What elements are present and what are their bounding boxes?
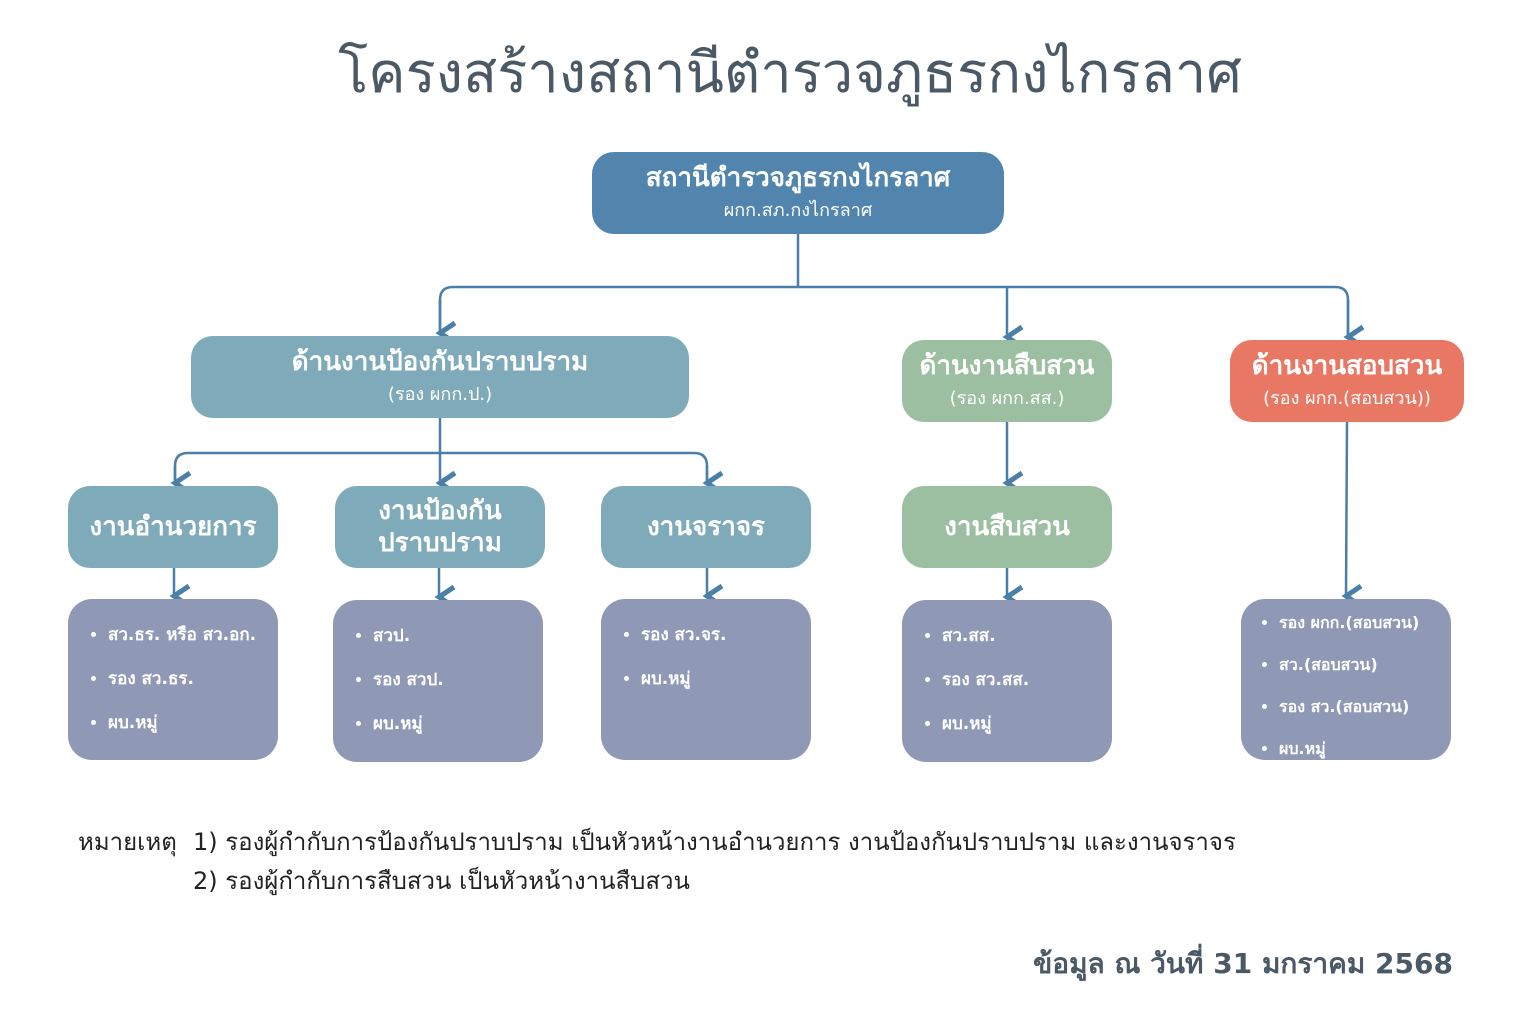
division-name: ด้านงานป้องกันปราบปราม — [291, 347, 589, 378]
list-item: รอง ผกก.(สอบสวน) — [1279, 611, 1451, 636]
station-head: ผกก.สภ.กงไกรลาศ — [723, 199, 873, 221]
list-item: รอง สว.จร. — [641, 621, 811, 648]
station-name: สถานีตำรวจภูธรกงไกรลาศ — [645, 163, 951, 194]
positions-prevention: สวป. รอง สวป. ผบ.หมู่ — [333, 600, 543, 762]
unit-administration: งานอำนวยการ — [68, 486, 278, 568]
note-item: 1) รองผู้กำกับการป้องกันปราบปราม เป็นหัว… — [193, 828, 1236, 856]
division-name: ด้านงานสืบสวน — [919, 351, 1095, 382]
data-date: ข้อมูล ณ วันที่ 31 มกราคม 2568 — [1033, 947, 1453, 980]
unit-name: งานป้องกันปราบปราม — [378, 495, 502, 559]
positions-traffic: รอง สว.จร. ผบ.หมู่ — [601, 599, 811, 760]
unit-name: งานอำนวยการ — [89, 511, 257, 542]
station-box: สถานีตำรวจภูธรกงไกรลาศ ผกก.สภ.กงไกรลาศ — [592, 152, 1004, 234]
unit-traffic: งานจราจร — [601, 486, 811, 568]
positions-investigation: สว.สส. รอง สว.สส. ผบ.หมู่ — [902, 600, 1112, 762]
unit-name: งานสืบสวน — [944, 511, 1070, 542]
list-item: ผบ.หมู่ — [942, 710, 1112, 737]
list-item: รอง สว.ธร. — [108, 665, 278, 692]
notes-label: หมายเหตุ — [78, 828, 177, 856]
list-item: รอง สวป. — [373, 666, 543, 693]
division-head: (รอง ผกก.ป.) — [387, 383, 493, 405]
unit-name: งานจราจร — [646, 511, 766, 542]
list-item: ผบ.หมู่ — [108, 709, 278, 736]
page-title: โครงสร้างสถานีตำรวจภูธรกงไกรลาศ — [338, 41, 1242, 106]
division-head: (รอง ผกก.สส.) — [949, 387, 1065, 409]
unit-prevention: งานป้องกันปราบปราม — [335, 486, 545, 568]
list-item: ผบ.หมู่ — [641, 665, 811, 692]
division-name: ด้านงานสอบสวน — [1251, 351, 1443, 382]
division-prevention: ด้านงานป้องกันปราบปราม (รอง ผกก.ป.) — [191, 336, 689, 418]
list-item: ผบ.หมู่ — [1279, 737, 1451, 762]
list-item: สว.ธร. หรือ สว.อก. — [108, 621, 278, 648]
division-interrogation: ด้านงานสอบสวน (รอง ผกก.(สอบสวน)) — [1230, 340, 1464, 422]
list-item: รอง สว.สส. — [942, 666, 1112, 693]
division-head: (รอง ผกก.(สอบสวน)) — [1263, 387, 1431, 409]
list-item: สว.สส. — [942, 622, 1112, 649]
unit-investigation: งานสืบสวน — [902, 486, 1112, 568]
list-item: สว.(สอบสวน) — [1279, 653, 1451, 678]
list-item: สวป. — [373, 622, 543, 649]
positions-interrogation: รอง ผกก.(สอบสวน) สว.(สอบสวน) รอง สว.(สอบสว… — [1241, 599, 1451, 760]
positions-administration: สว.ธร. หรือ สว.อก. รอง สว.ธร. ผบ.หมู่ — [68, 599, 278, 760]
note-item: 2) รองผู้กำกับการสืบสวน เป็นหัวหน้างานสื… — [193, 867, 690, 895]
division-investigation: ด้านงานสืบสวน (รอง ผกก.สส.) — [902, 340, 1112, 422]
list-item: ผบ.หมู่ — [373, 710, 543, 737]
list-item: รอง สว.(สอบสวน) — [1279, 695, 1451, 720]
